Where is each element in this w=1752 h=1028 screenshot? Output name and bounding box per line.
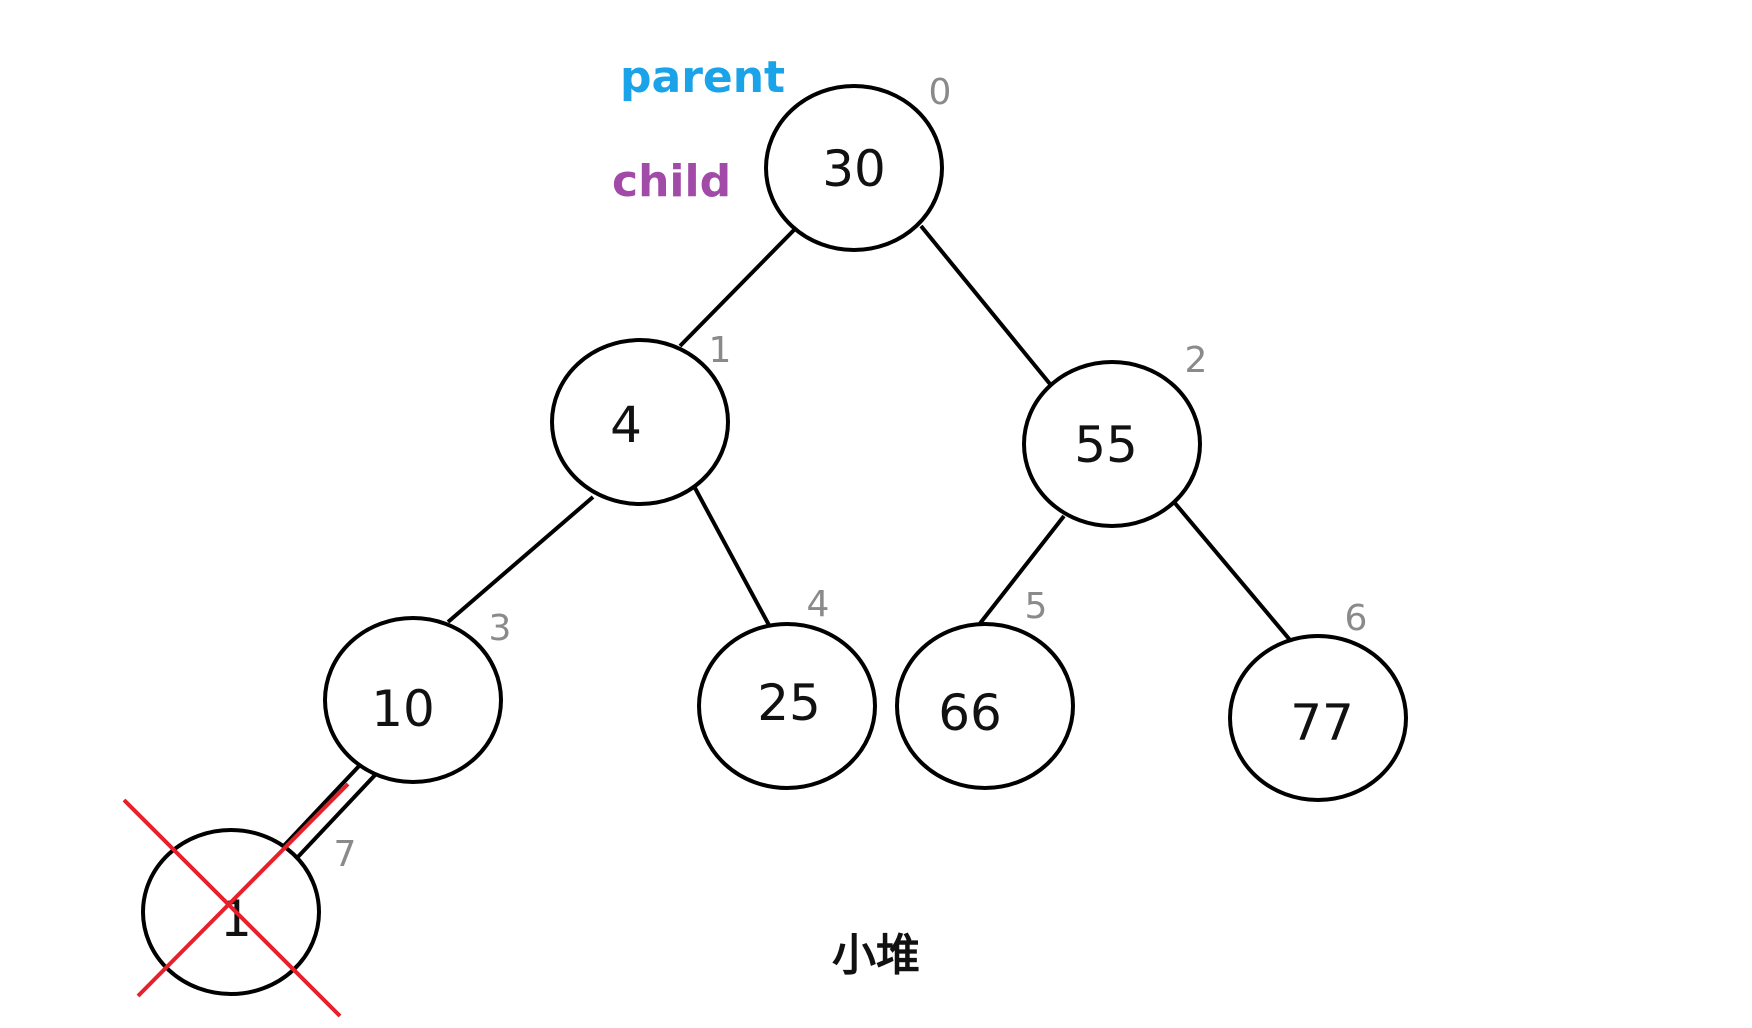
node-value: 25 — [757, 674, 821, 732]
cross-stroke-a — [122, 798, 342, 1018]
node-index: 0 — [929, 72, 952, 113]
edge-3-7-a — [277, 763, 362, 853]
node-value: 30 — [822, 140, 886, 198]
heap-node-4: 25 4 — [697, 584, 877, 790]
edge-2-5 — [976, 514, 1066, 628]
node-circle — [1022, 360, 1202, 528]
edge-1-4 — [693, 487, 772, 628]
cross-stroke-b — [136, 782, 350, 998]
node-index: 4 — [807, 584, 830, 625]
node-index: 1 — [709, 330, 732, 371]
node-value: 55 — [1074, 416, 1138, 474]
node-value: 66 — [938, 684, 1002, 742]
edge-1-3 — [446, 495, 595, 624]
heap-node-3: 10 3 — [323, 608, 512, 784]
heap-node-1: 4 1 — [550, 330, 732, 506]
node-value: 4 — [610, 396, 642, 454]
edge-0-1 — [678, 228, 796, 348]
node-index: 6 — [1345, 598, 1368, 639]
edge-3-7-b — [293, 772, 378, 862]
heap-node-2: 55 2 — [1022, 340, 1208, 528]
edge-2-6 — [1172, 500, 1292, 642]
node-circle — [697, 622, 877, 790]
node-index: 7 — [334, 834, 357, 875]
node-index: 2 — [1185, 340, 1208, 381]
parent-pointer-label: parent — [620, 52, 785, 103]
edges — [277, 224, 1292, 862]
heap-node-5: 66 5 — [895, 586, 1075, 790]
heap-node-0: 30 0 — [764, 72, 952, 252]
node-value: 10 — [371, 680, 435, 738]
edge-0-2 — [919, 224, 1052, 386]
node-circle — [323, 616, 503, 784]
node-circle — [1228, 634, 1408, 802]
node-circle — [550, 338, 730, 506]
child-pointer-label: child — [612, 156, 731, 207]
node-index: 3 — [489, 608, 512, 649]
heap-node-6: 77 6 — [1228, 598, 1408, 802]
heap-node-7: 1 7 — [122, 782, 357, 1018]
diagram-caption: 小堆 — [832, 930, 920, 981]
node-circle — [895, 622, 1075, 790]
node-value: 77 — [1290, 694, 1354, 752]
cross-out-mark — [122, 782, 350, 1018]
node-index: 5 — [1025, 586, 1048, 627]
node-circle — [764, 84, 944, 252]
